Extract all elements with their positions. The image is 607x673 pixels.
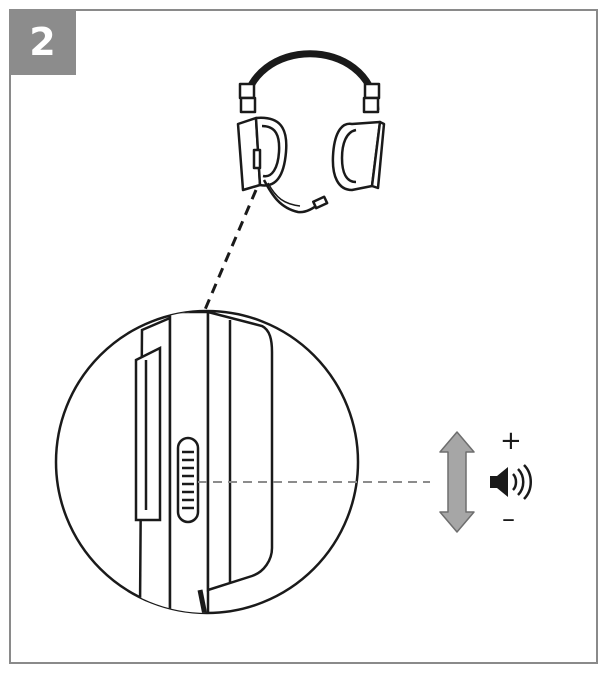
headset-icon bbox=[236, 50, 386, 214]
magnified-detail bbox=[54, 309, 360, 615]
volume-arrow-icon bbox=[439, 431, 475, 533]
leader-line bbox=[202, 189, 258, 313]
volume-decrease-symbol: – bbox=[502, 504, 515, 534]
illustration-frame bbox=[9, 9, 598, 664]
volume-wheel-icon bbox=[176, 436, 200, 524]
speaker-icon bbox=[490, 464, 532, 500]
step-number-badge: 2 bbox=[9, 9, 76, 75]
volume-increase-symbol: + bbox=[500, 426, 522, 456]
